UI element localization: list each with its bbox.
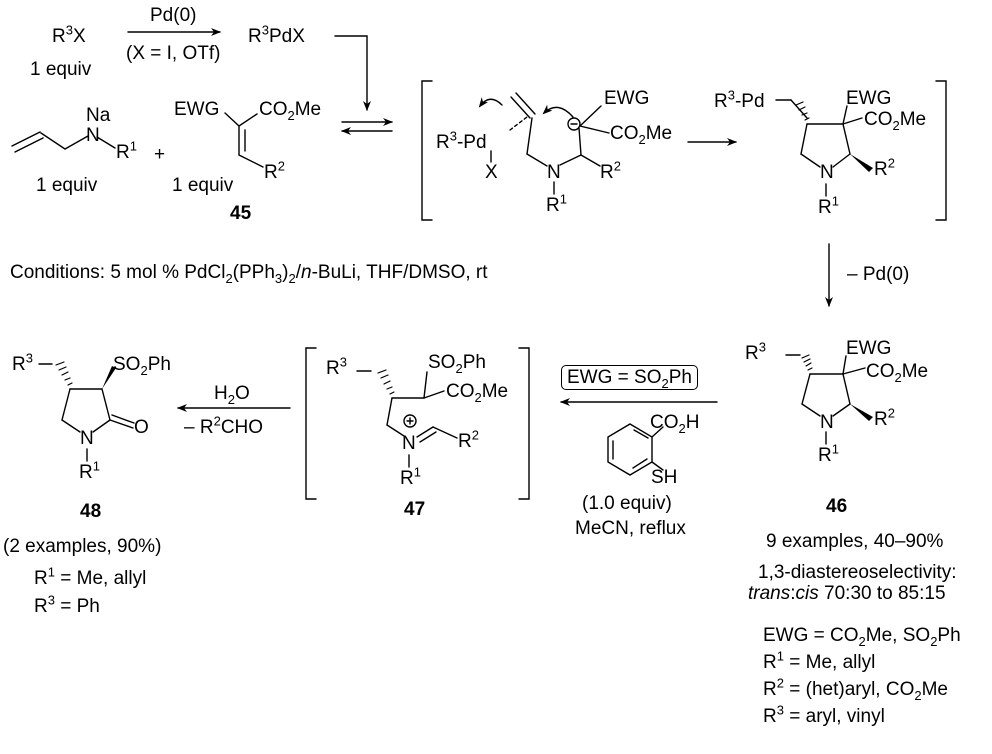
arrow-r3pdx-feed (334, 35, 371, 111)
p46-ewg: EWG (846, 338, 892, 359)
amide-n: N (86, 125, 100, 146)
p46-summary-diastereo: 1,3-diastereoselectivity: (758, 562, 957, 583)
thiosalicylic-acid-structure (607, 423, 664, 476)
intermediate-1-structure (478, 92, 610, 195)
product-46-structure (785, 354, 866, 445)
product-48-structure (38, 363, 135, 462)
alkene-ewg: EWG (174, 99, 220, 120)
p48-r3: R3 (12, 350, 33, 375)
p48-sub-r3: R3 = Ph (34, 592, 100, 617)
p46-sub-r3: R3 = aryl, vinyl (763, 702, 885, 727)
alkene-ester: CO2Me (259, 99, 322, 123)
bracket-right (935, 80, 947, 221)
intermediate-2-structure (775, 99, 863, 197)
i47-n: N (402, 433, 416, 454)
amide-na: Na (86, 105, 111, 126)
intermediate-47-structure (356, 370, 458, 468)
p48-r1: R1 (79, 458, 100, 483)
p48-summary: (2 examples, 90%) (3, 536, 162, 557)
amide-r1: R1 (116, 138, 137, 163)
boxed-condition-ewg-so2ph: EWG = SO2Ph (561, 365, 698, 390)
p48-o: O (134, 417, 149, 438)
hash-wedge-47 (377, 369, 395, 395)
p46-sub-r1: R1 = Me, allyl (763, 648, 876, 673)
reagent-co2h: CO2H (650, 412, 700, 436)
int1-ester: CO2Me (610, 123, 673, 147)
hydrolysis-loss-aldehyde: – R2CHO (184, 413, 264, 438)
p46-r2: R2 (874, 405, 895, 430)
hash-wedge-int2 (795, 101, 810, 121)
p46-n: N (820, 412, 834, 433)
int1-r1: R1 (546, 191, 567, 216)
reagent-r3x: R3X (52, 22, 86, 47)
bracket-47-left (305, 347, 317, 500)
catalyst-pd0: Pd(0) (150, 5, 197, 26)
i47-r2: R2 (458, 427, 479, 452)
int2-ewg: EWG (846, 88, 892, 109)
bracket-47-right (518, 347, 530, 500)
i47-so2ph: SO2Ph (428, 352, 486, 376)
i47-r1: R1 (400, 464, 421, 489)
i47-r3: R3 (326, 354, 347, 379)
amide-equiv: 1 equiv (36, 175, 98, 196)
p46-ester: CO2Me (866, 361, 929, 385)
reagent-equiv: (1.0 equiv) (582, 493, 672, 514)
i47-ester: CO2Me (446, 381, 509, 405)
int1-ewg: EWG (604, 88, 650, 109)
int2-r1: R1 (818, 193, 839, 218)
int2-r3-pd: R3-Pd (714, 87, 765, 112)
reagent-sh: SH (651, 467, 678, 488)
compound-number-45: 45 (230, 203, 252, 224)
hydrolysis-h2o: H2O (214, 383, 250, 407)
p46-summary-yield: 9 examples, 40–90% (766, 531, 944, 552)
p46-trans-cis: trans:cis 70:30 to 85:15 (748, 583, 946, 604)
alkene-equiv: 1 equiv (172, 175, 234, 196)
int2-n: N (820, 162, 834, 183)
int2-r2: R2 (874, 155, 895, 180)
compound-number-48: 48 (80, 501, 102, 522)
alkene-45-structure (224, 112, 264, 168)
bracket-left (421, 80, 433, 221)
reagent-r3x-equiv: 1 equiv (30, 59, 92, 80)
condition-x-leaving-group: (X = I, OTf) (126, 43, 221, 64)
plus-sign: + (154, 144, 166, 165)
product-r3pdx: R3PdX (248, 22, 305, 47)
pd-elimination-label: – Pd(0) (847, 264, 910, 285)
p48-n: N (80, 428, 94, 449)
hash-wedge-48 (55, 361, 73, 386)
p48-so2ph: SO2Ph (113, 354, 171, 378)
p48-sub-r1: R1 = Me, allyl (34, 564, 147, 589)
int2-ester: CO2Me (864, 109, 927, 133)
alkene-r2: R2 (264, 158, 285, 183)
p46-r1: R1 (818, 441, 839, 466)
p46-r3: R3 (745, 339, 766, 364)
compound-number-47: 47 (404, 499, 426, 520)
p46-sub-r2: R2 = (het)aryl, CO2Me (763, 675, 949, 703)
reagent-solvent: MeCN, reflux (575, 518, 686, 539)
compound-number-46: 46 (826, 496, 848, 517)
hash-wedge-46 (801, 354, 813, 371)
p46-sub-ewg: EWG = CO2Me, SO2Ph (763, 625, 961, 649)
int1-r2: R2 (600, 158, 621, 183)
allylamide-structure (11, 131, 116, 153)
int1-n: N (547, 162, 561, 183)
int1-r3-pd: R3-Pd (436, 128, 487, 153)
conditions-text: Conditions: 5 mol % PdCl2(PPh3)2/n-BuLi,… (10, 262, 488, 286)
int1-x: X (485, 162, 498, 183)
